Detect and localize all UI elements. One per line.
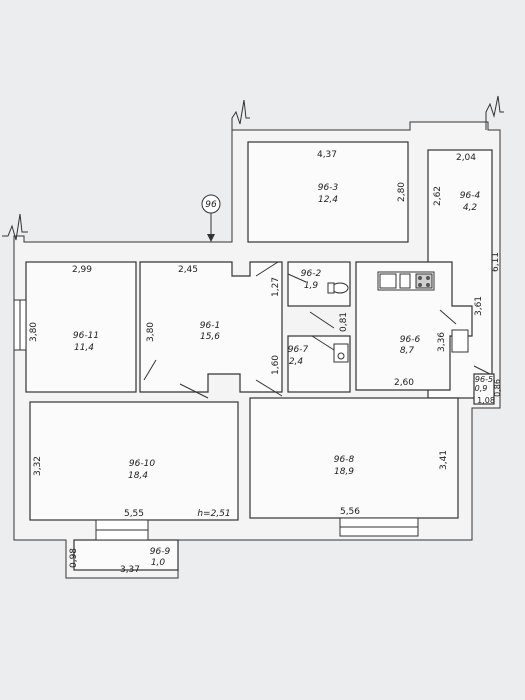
room-id: 96-9	[150, 547, 171, 557]
room-96-10	[29, 401, 239, 521]
dimension: 3,36	[437, 332, 447, 352]
room-96-1	[139, 261, 283, 393]
unit-marker-label: 96	[205, 200, 217, 210]
room-id: 96-2	[301, 269, 322, 279]
kitchen-fixtures	[377, 271, 435, 291]
dimension: 3,80	[146, 322, 156, 342]
room-id: 96-5	[475, 375, 493, 384]
dimension: 2,80	[397, 182, 407, 202]
room-96-6	[355, 261, 473, 391]
dimension: 2,62	[433, 186, 443, 206]
room-96-8	[249, 397, 459, 519]
room-area: 15,6	[200, 332, 220, 342]
room-area: 1,0	[151, 558, 166, 568]
room-area: 18,4	[128, 471, 148, 481]
ceiling-height-label: h=2,51	[197, 509, 230, 519]
room-96-5	[473, 373, 495, 405]
room-id: 96-7	[288, 345, 309, 355]
room-id: 96-4	[460, 191, 481, 201]
dimension: 3,41	[439, 450, 449, 470]
dimension: 5,55	[124, 509, 144, 519]
dimension: 2,04	[456, 153, 476, 163]
room-area: 2,4	[289, 357, 304, 367]
room-96-3	[247, 141, 409, 243]
door-lines	[143, 261, 491, 399]
bathtub-icon	[333, 343, 349, 363]
room-id: 96-6	[400, 335, 421, 345]
dimension: 1,27	[271, 277, 281, 297]
room-area: 8,7	[400, 346, 415, 356]
dimension: 1,08	[477, 396, 495, 405]
room-id: 96-3	[318, 183, 339, 193]
windows	[13, 299, 469, 541]
break-mark-left	[2, 213, 28, 241]
room-area: 1,9	[304, 281, 319, 291]
room-area: 12,4	[318, 195, 338, 205]
dimension: 2,60	[394, 378, 414, 388]
room-area: 18,9	[334, 467, 354, 477]
dimension: 2,45	[178, 265, 198, 275]
dimension: 3,61	[474, 296, 484, 316]
dimension: 0,98	[69, 548, 79, 568]
room-labels: 96-1 15,6 96-2 1,9 96-3 12,4 96-4 4,2 96…	[73, 183, 493, 568]
room-area: 4,2	[463, 203, 478, 213]
dimension: 5,56	[340, 507, 360, 517]
room-id: 96-8	[334, 455, 355, 465]
dimension: 6,11	[491, 252, 501, 272]
room-96-11	[25, 261, 137, 393]
dimension: 1,60	[271, 355, 281, 375]
dimension: 3,80	[29, 322, 39, 342]
dimension: 3,32	[33, 456, 43, 476]
room-id: 96-10	[129, 459, 155, 469]
dimension: 2,99	[72, 265, 92, 275]
room-area: 0,9	[475, 384, 488, 393]
dimension: 3,37	[120, 565, 140, 575]
dimension: 0,86	[493, 379, 502, 397]
dimension: 0,81	[339, 312, 349, 332]
unit-marker-arrowhead	[207, 234, 215, 242]
room-id: 96-11	[73, 331, 99, 341]
break-mark-top	[231, 99, 250, 130]
dimension-labels: 4,37 2,04 2,80 2,62 6,11 2,99 2,45 1,27 …	[29, 150, 502, 575]
room-96-9	[73, 539, 179, 571]
room-id: 96-1	[200, 321, 220, 331]
room-area: 11,4	[74, 343, 94, 353]
room-96-2	[287, 261, 351, 307]
toilet-icon	[327, 282, 349, 294]
dimension: 4,37	[317, 150, 337, 160]
break-mark-right	[485, 95, 504, 130]
